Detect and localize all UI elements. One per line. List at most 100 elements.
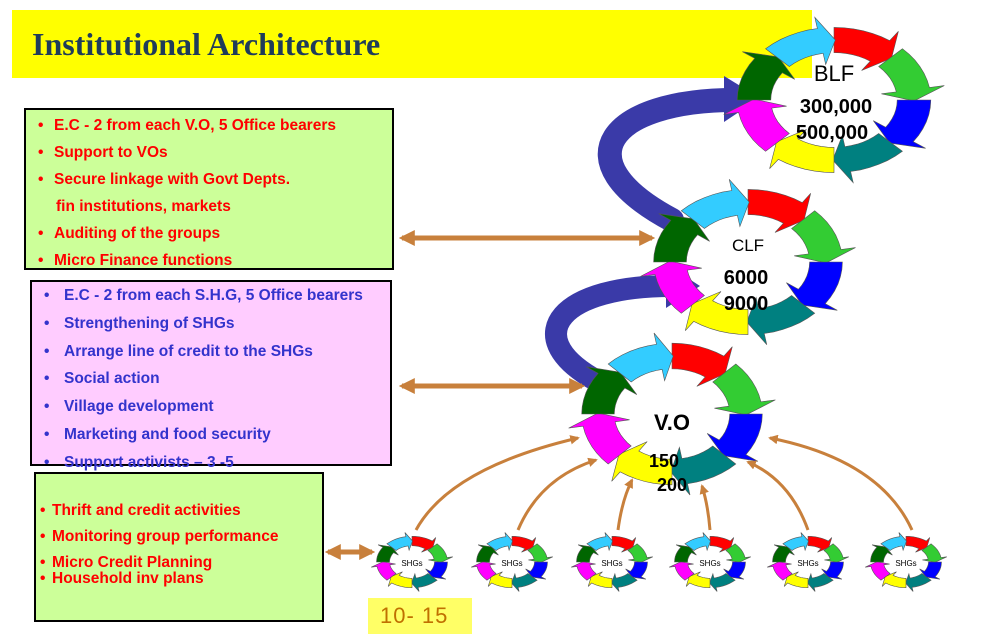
cycle-arrow-segment [653,213,710,263]
cycle-arrow-segment [625,561,648,580]
cycle-arrow-segment [746,295,816,345]
cycle-arrow-segment [411,572,438,592]
cycle-arrow-segment [767,561,793,581]
list-item: fin institutions, markets [56,198,231,215]
cycle-arrow-segment [611,441,673,486]
shg-ring: SHGs [865,532,947,592]
cycle-arrow-segment [881,571,907,589]
list-item: E.C - 2 from each V.O, 5 Office bearers [38,112,336,139]
cycle-arrow-segment [471,561,497,581]
title-banner [12,10,812,78]
list-item: Auditing of the groups [38,220,336,247]
cycle-arrow-segment [611,535,637,553]
cycle-arrow-segment [376,544,399,563]
cycle-arrow-segment [425,561,448,580]
cycle-arrow-segment [823,543,849,563]
shg-arrow [699,484,712,531]
blf-range-high: 500,000 [796,122,868,144]
cycle-arrow-segment [568,412,632,465]
shg-ring-label: SHGs [401,559,422,568]
cycle-arrow-segment [627,543,653,563]
cycle-arrow-segment [511,572,538,592]
cycle-arrow-segment [873,99,932,149]
cycle-arrow-segment [640,260,705,314]
list-item: Support activists – 3 -5 [44,449,363,477]
vo-range-high: 200 [657,475,687,495]
cycle-arrow-segment [581,366,638,415]
shg-function-list: Thrift and credit activities Monitoring … [40,498,278,588]
blf-range-low: 300,000 [800,96,872,118]
cycle-arrow-segment [476,544,499,563]
list-item: Arrange line of credit to the SHGs [44,338,363,366]
cycle-arrow-segment [832,133,903,184]
vo-range-low: 150 [649,451,679,471]
cycle-arrow-segment [725,543,751,563]
cycle-arrow-segment [670,445,737,496]
cycle-arrow-segment [919,561,942,580]
shg-ring-label: SHGs [601,559,622,568]
cycle-arrow-segment [782,532,809,552]
cycle-arrow-segment [387,571,413,589]
page-title: Institutional Architecture [32,26,381,62]
shg-arrow [414,435,580,531]
cycle-arrow-segment [611,572,638,592]
list-item: E.C - 2 from each S.H.G, 5 Office bearer… [44,282,363,310]
cycle-arrow-segment [878,48,945,102]
shg-ring-label: SHGs [797,559,818,568]
blf-label: BLF [814,61,854,86]
cycle-arrow-segment [769,129,835,173]
cycle-arrow-segment [525,561,548,580]
cycle-arrow-segment [709,535,735,553]
shg-arrow [516,457,598,531]
shg-ring: SHGs [371,532,453,592]
shg-arrow [746,460,810,531]
cycle-arrow-segment [576,544,599,563]
cycle-arrow-segment [685,571,711,589]
cycle-arrow-segment [870,544,893,563]
cycle-arrow-segment [486,532,513,552]
cycle-arrow-segment [821,561,844,580]
cycle-arrow-segment [487,571,513,589]
shg-ring: SHGs [767,532,849,592]
cycle-arrow-segment [709,572,736,592]
vo-function-list: E.C - 2 from each V.O, 5 Office bearers … [38,112,336,274]
shg-to-vo-arrows [414,434,914,531]
cycle-arrow-segment [783,571,809,589]
list-item: Support to VOs [38,139,336,166]
cycle-arrow-segment [571,561,597,581]
cycle-arrow-segment [736,51,795,101]
shg-ring-label: SHGs [699,559,720,568]
cycle-arrow-segment [684,532,711,552]
cycle-arrow-segment [674,544,697,563]
cycle-arrow-segment [587,571,613,589]
cycle-arrow-segment [765,16,836,67]
cycle-arrow-segment [386,532,413,552]
cycle-arrow-segment [880,532,907,552]
cycle-arrow-segment [865,561,891,581]
cycle-arrow-segment [807,535,833,553]
blf-cycle-ring [723,16,945,184]
cycle-arrow-segment [511,535,537,553]
shg-arrow [616,478,634,531]
clf-function-list: E.C - 2 from each S.H.G, 5 Office bearer… [44,282,363,477]
list-item: Micro Finance functions [38,247,336,274]
cycle-arrow-segment [527,543,553,563]
clf-range-low: 6000 [724,267,769,289]
shg-ring: SHGs [571,532,653,592]
cycle-arrow-segment [905,572,932,592]
cycle-arrow-segment [833,27,899,71]
list-item: Strengthening of SHGs [44,310,363,338]
vo-cycle-ring [568,332,776,496]
cycle-arrow-segment [669,561,695,581]
clf-label: CLF [732,236,764,255]
shg-ring-label: SHGs [895,559,916,568]
cycle-arrow-segment [747,189,811,233]
cycle-arrow-segment [685,291,749,335]
shg-ring: SHGs [669,532,751,592]
cycle-arrow-segment [723,98,790,152]
list-item: Social action [44,365,363,393]
shg-count-box [368,598,472,634]
cycle-arrow-segment [586,532,613,552]
